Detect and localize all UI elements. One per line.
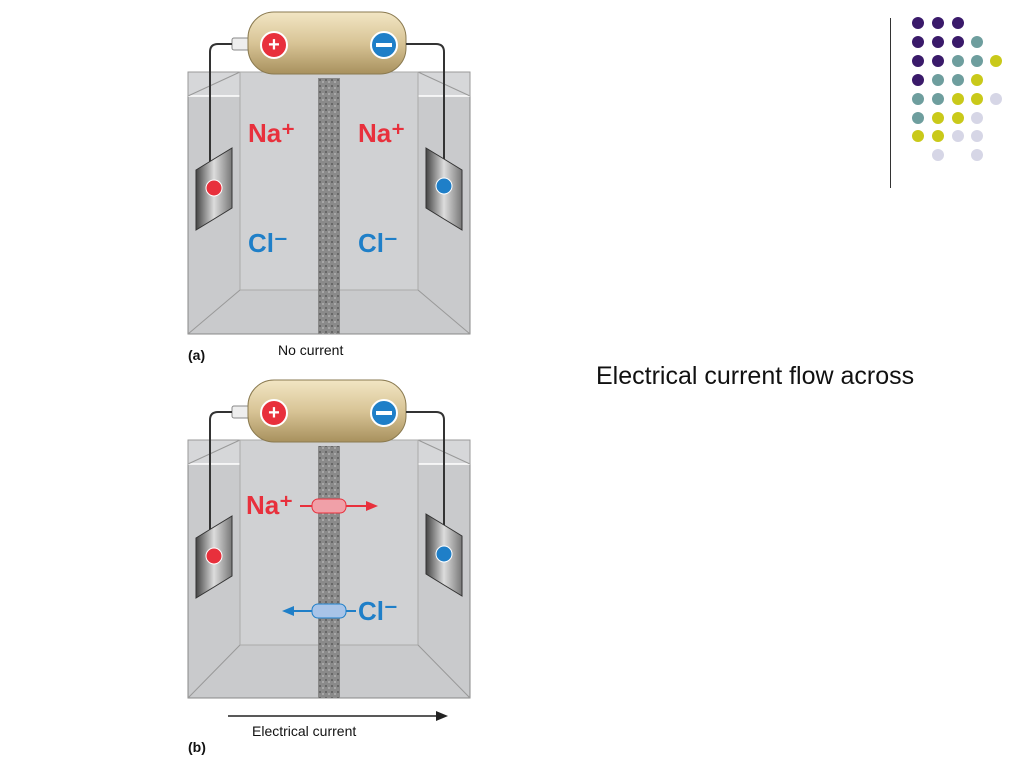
cl-ion-b: Cl⁻ [358, 596, 398, 626]
cl-ion-left-a: Cl⁻ [248, 228, 288, 258]
na-ion-right-a: Na⁺ [358, 118, 405, 148]
panel-a: + Na⁺ Na⁺ Cl⁻ Cl⁻ (a) No current [187, 11, 471, 363]
decorative-dot-grid [912, 17, 1002, 161]
membrane-b [318, 446, 340, 698]
wire-left-b [209, 411, 232, 540]
panel-label-b: (b) [188, 739, 206, 755]
na-ion-b: Na⁺ [246, 490, 293, 520]
na-ion-left-a: Na⁺ [248, 118, 295, 148]
wire-left-a [209, 43, 232, 165]
cathode-minus-icon [435, 545, 453, 563]
anode-plus-icon [205, 547, 223, 565]
slide-body-text: Electrical current flow across [596, 362, 915, 390]
caption-b: Electrical current [252, 723, 356, 739]
anode-plus-icon [205, 179, 223, 197]
membrane-a [318, 78, 340, 334]
positive-terminal-icon [260, 31, 288, 59]
wire-right-a [406, 43, 445, 160]
positive-terminal-icon [260, 399, 288, 427]
svg-text:+: + [268, 34, 280, 56]
na-channel [311, 498, 347, 514]
panel-label-a: (a) [188, 347, 205, 363]
divider-line [890, 18, 891, 188]
svg-text:+: + [268, 402, 280, 424]
cathode-minus-icon [435, 177, 453, 195]
cl-channel [311, 603, 347, 619]
panel-b: + Na⁺ Cl⁻ Electrical current (b) [187, 379, 471, 755]
cl-ion-right-a: Cl⁻ [358, 228, 398, 258]
wire-right-b [406, 411, 445, 525]
caption-a: No current [278, 342, 343, 358]
